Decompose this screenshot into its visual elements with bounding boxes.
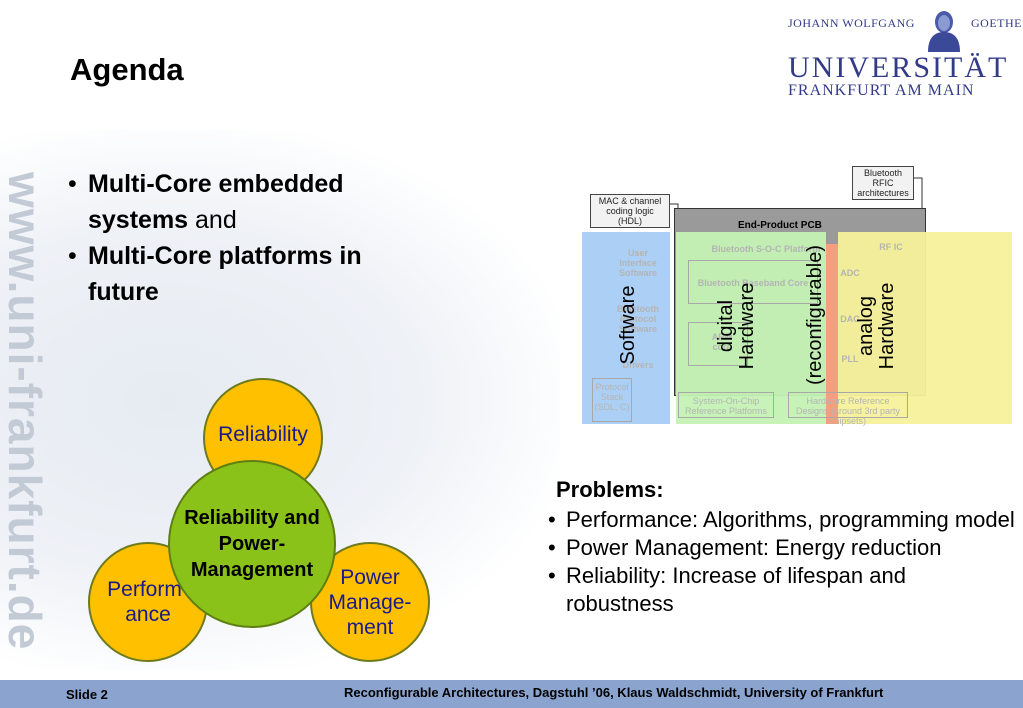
reliability-label: Reliability: [218, 423, 308, 446]
agenda-item: • Multi-Core platforms in future: [68, 238, 428, 310]
hw-ref-label: Hardware Reference Designs (around 3rd p…: [795, 396, 901, 426]
bullet-icon: •: [548, 563, 556, 588]
analog-hardware-text: analog Hardware: [855, 282, 898, 370]
agenda-item-rest: and: [188, 206, 237, 234]
software-label: Software: [617, 285, 639, 365]
agenda-bullet-list: • Multi-Core embedded systems and • Mult…: [68, 166, 428, 310]
baseband-box: [688, 260, 818, 304]
baseband-label: Bluetooth Baseband Core: [697, 278, 809, 288]
goethe-bust-icon: [928, 11, 960, 52]
rf-ic-label: RF IC: [879, 242, 903, 252]
pcb-label: End-Product PCB: [738, 220, 822, 231]
bluetooth-rfic-note-text: Bluetooth RFIC architectures: [857, 168, 909, 198]
problem-item: • Power Management: Energy reduction: [548, 534, 1018, 562]
adc-label: ADC: [840, 268, 860, 278]
bt-protocol-label: Bluetooth Protocol Software: [617, 304, 659, 334]
soc-platform-label: Bluetooth S-O-C Platform: [711, 244, 821, 254]
bullet-icon: •: [68, 242, 77, 270]
arm-label: ARM core: [711, 332, 733, 352]
mac-note-text: MAC & channel coding logic (HDL): [598, 196, 662, 226]
bullet-icon: •: [548, 507, 556, 532]
center-label: Reliability and Power- Management: [184, 507, 320, 581]
user-interface-label: User Interface Software: [618, 248, 657, 278]
slide-title: Agenda: [70, 52, 184, 87]
agenda-item-bold: Multi-Core platforms in future: [88, 242, 362, 306]
logo-city-text: FRANKFURT AM MAIN: [788, 82, 975, 99]
dac-label: DAC: [840, 314, 860, 324]
pll-label: PLL: [841, 354, 859, 364]
bullet-icon: •: [68, 170, 77, 198]
soc-ref-box: [678, 392, 774, 418]
university-logo: JOHANN WOLFGANG GOETHE UNIVERSITÄT FRANK…: [770, 6, 1022, 106]
problem-text: Performance: Algorithms, programming mod…: [566, 507, 1015, 532]
software-region: [582, 232, 670, 424]
logo-university-text: UNIVERSITÄT: [788, 51, 1009, 84]
performance-label: Perform- ance: [107, 578, 189, 626]
digital-hardware-label: digital Hardware: [715, 266, 760, 386]
footer-text: Reconfigurable Architectures, Dagstuhl ’…: [344, 685, 884, 700]
analog-hardware-label: analog Hardware: [855, 266, 900, 386]
footer-bar: Slide 2 Reconfigurable Architectures, Da…: [0, 680, 1023, 708]
logo-founder-text: JOHANN WOLFGANG: [788, 16, 915, 30]
power-management-label: Power Manage- ment: [328, 565, 412, 639]
problem-item: • Performance: Algorithms, programming m…: [548, 506, 1018, 534]
digital-hardware-text: digital Hardware: [715, 282, 758, 370]
problem-item: • Reliability: Increase of lifespan and …: [548, 562, 1018, 618]
drivers-label: Drivers: [622, 360, 654, 370]
reconfigurable-label: (reconfigurable): [804, 244, 826, 386]
problems-heading: Problems:: [556, 477, 664, 502]
bluetooth-block-diagram: MAC & channel coding logic (HDL) Bluetoo…: [578, 164, 1018, 426]
hw-ref-box: [788, 392, 908, 418]
problem-text: Power Management: Energy reduction: [566, 535, 942, 560]
problem-text: Reliability: Increase of lifespan and ro…: [566, 563, 906, 616]
agenda-item: • Multi-Core embedded systems and: [68, 166, 428, 238]
mac-note: MAC & channel coding logic (HDL): [590, 194, 670, 228]
bluetooth-rfic-note: Bluetooth RFIC architectures: [852, 166, 914, 200]
logo-goethe-text: GOETHE: [971, 16, 1022, 30]
protocol-stack-box: [592, 378, 632, 422]
center-circle: Reliability and Power- Management: [168, 460, 336, 628]
reconfigurable-strip: [826, 244, 838, 424]
slide-number: Slide 2: [66, 687, 108, 702]
bullet-icon: •: [548, 535, 556, 560]
arm-box: [688, 322, 748, 366]
agenda-item-bold: Multi-Core embedded systems: [88, 170, 344, 234]
url-watermark: www.uni-frankfurt.de: [0, 172, 51, 651]
protocol-stack-label: Protocol Stack (SDL, C): [594, 382, 630, 412]
soc-ref-label: System-On-Chip Reference Platforms: [684, 396, 768, 416]
problems-list: Problems: • Performance: Algorithms, pro…: [548, 476, 1018, 618]
